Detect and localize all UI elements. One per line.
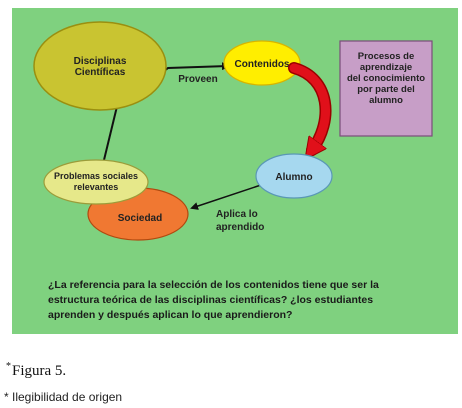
node-alumno-label: Alumno: [275, 172, 312, 183]
node-procesos-line1: Procesos de: [358, 51, 415, 62]
arrow-contenidos-to-alumno-fill: [289, 63, 330, 150]
figure-note: * Ilegibilidad de origen: [4, 390, 123, 404]
node-sociedad-label: Sociedad: [118, 213, 162, 224]
node-procesos-line5: alumno: [369, 95, 403, 106]
node-alumno: [255, 153, 333, 199]
node-problemas-line1: Problemas sociales: [54, 171, 138, 181]
node-disciplinas-line2: Científicas: [75, 67, 126, 78]
node-disciplinas: [33, 21, 167, 111]
node-problemas-line2: relevantes: [74, 182, 119, 192]
node-contenidos-label: Contenidos: [235, 59, 290, 70]
node-procesos-line2: aprendizaje: [360, 62, 412, 73]
question-line1: ¿La referencia para la selección de los …: [48, 279, 379, 291]
question-line2: estructura teórica de las disciplinas ci…: [48, 294, 373, 306]
node-procesos-line3: del conocimiento: [347, 73, 425, 84]
figure-caption-marker: *: [6, 361, 11, 372]
node-contenidos: [223, 40, 301, 86]
diagram: Disciplinas Científicas Proveen Contenid…: [12, 8, 458, 334]
figure-caption: *Figura 5.: [6, 361, 67, 380]
node-disciplinas-line1: Disciplinas: [74, 56, 127, 67]
node-problemas: [43, 159, 149, 205]
edge-label-aplica-line2: aprendido: [216, 222, 264, 233]
node-procesos: [339, 40, 433, 137]
question-line3: aprenden y después aplican lo que aprend…: [48, 309, 292, 321]
edge-label-aplica-line1: Aplica lo: [216, 209, 258, 220]
arrow-alumno-to-sociedad: [190, 183, 265, 210]
node-procesos-line4: por parte del: [357, 84, 415, 95]
figure-caption-text: Figura 5.: [12, 363, 67, 379]
edge-label-proveen: Proveen: [178, 74, 217, 85]
